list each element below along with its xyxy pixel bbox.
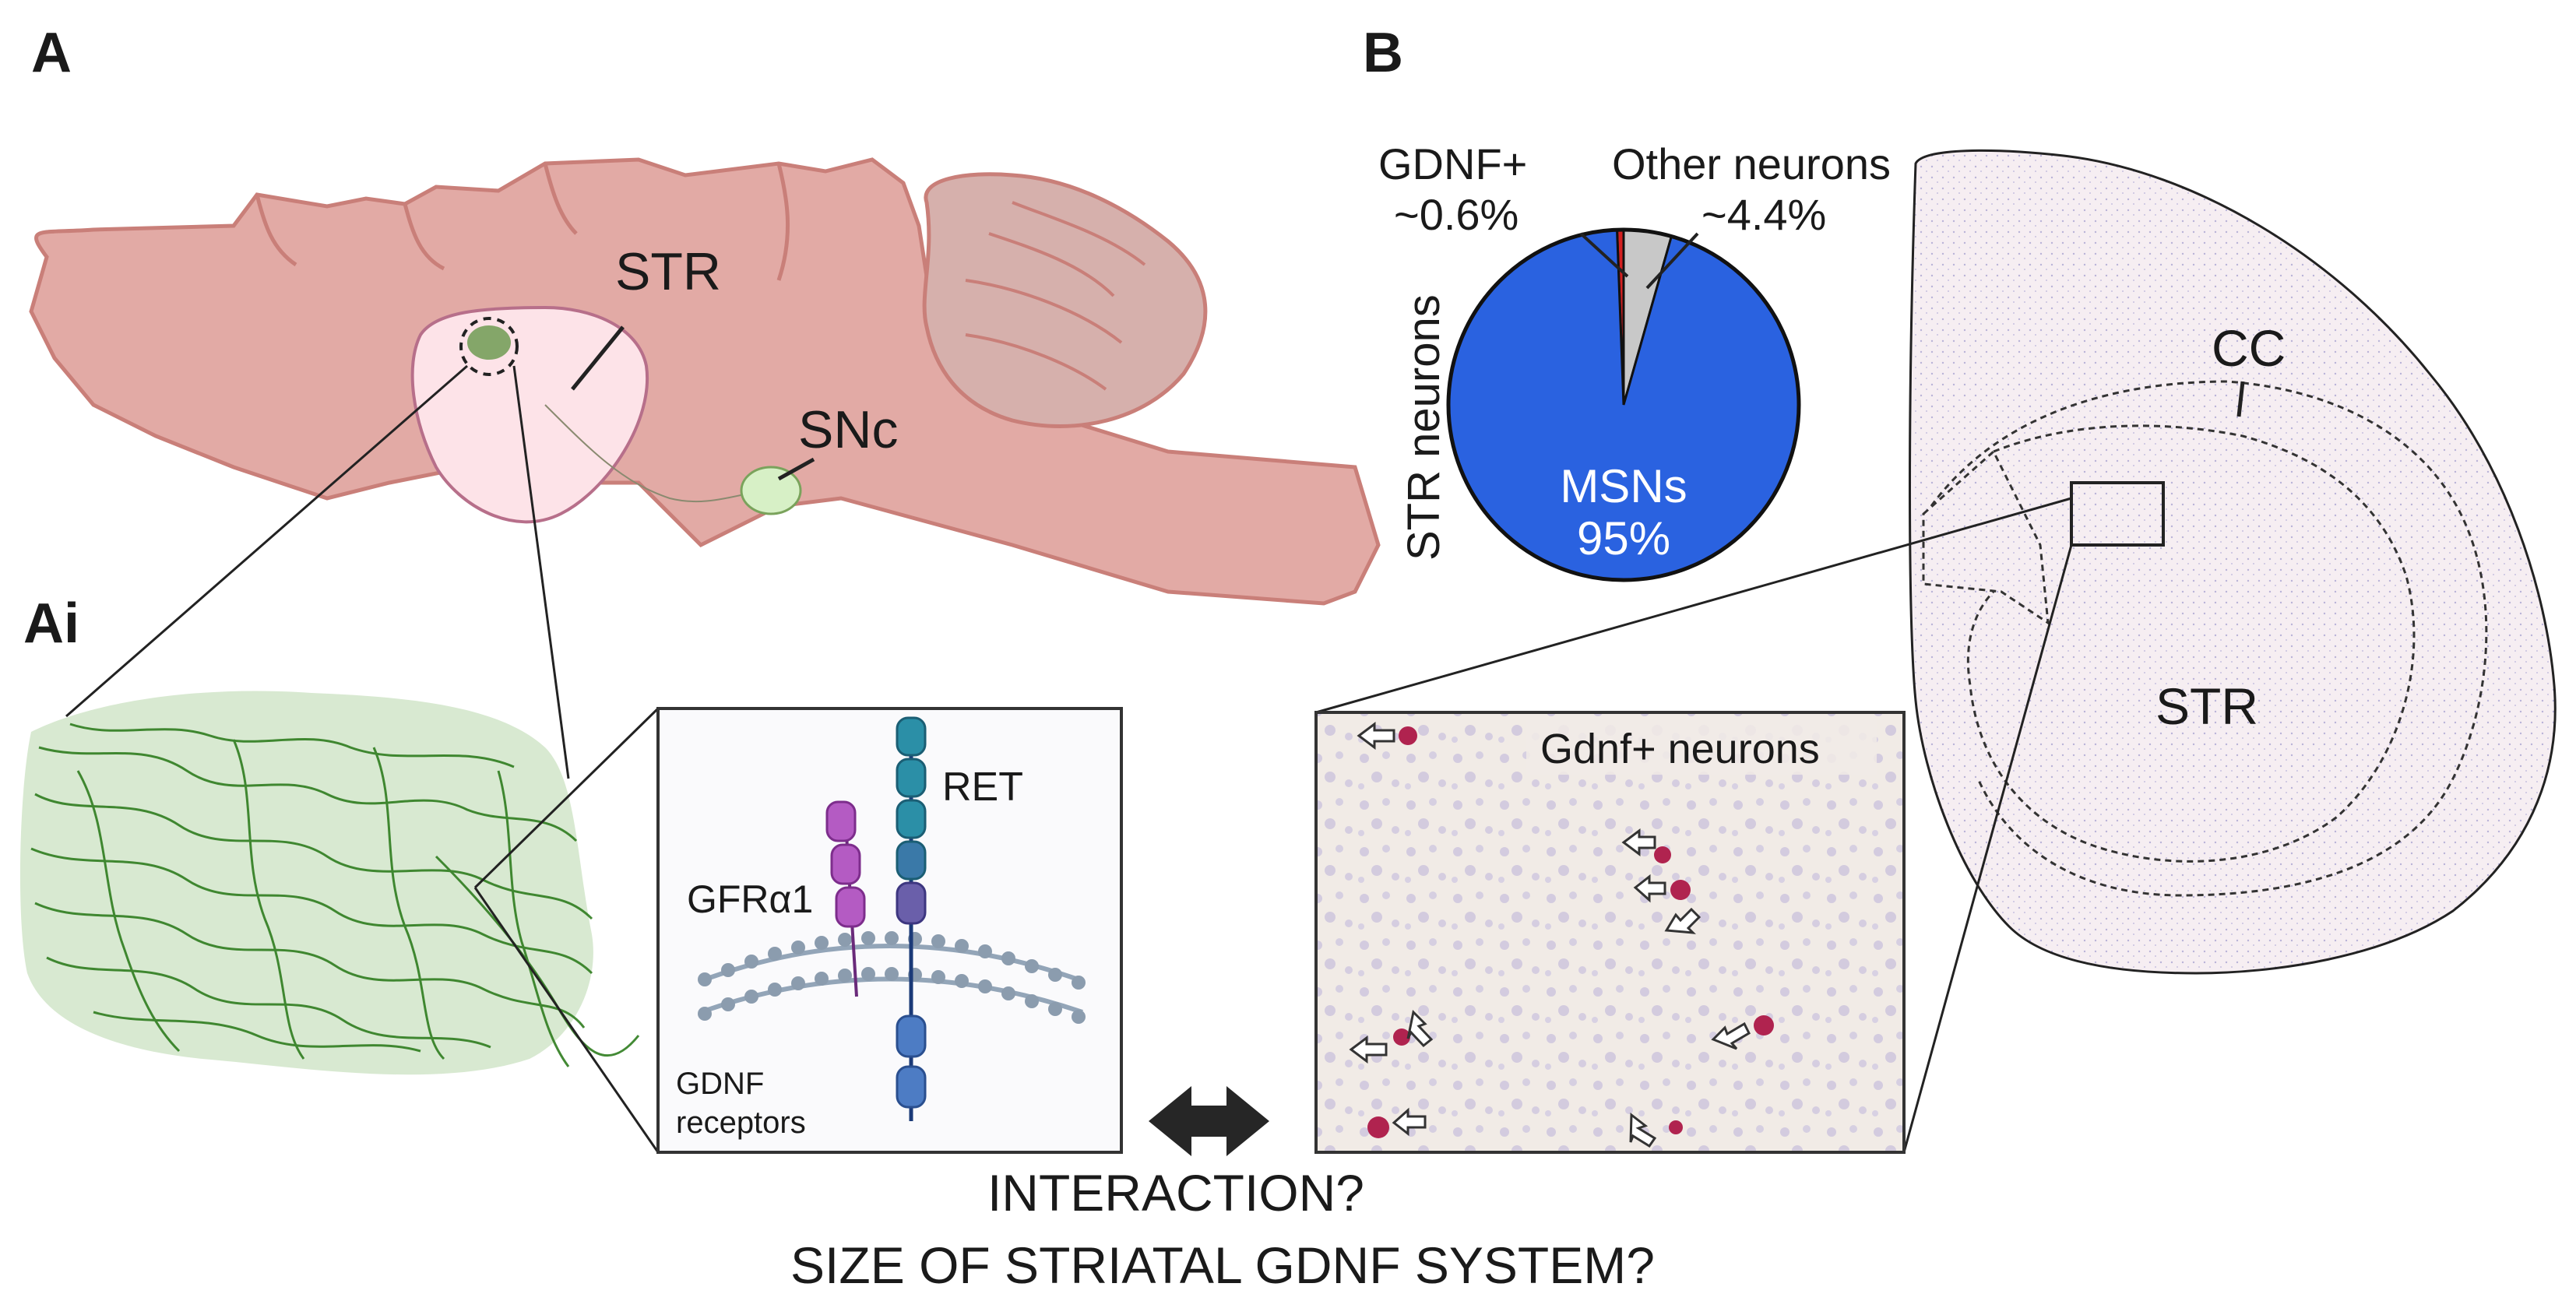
striatum-outline [1966, 424, 2416, 863]
ret-receptor [896, 716, 927, 1121]
coronal-section [1909, 149, 2557, 975]
str-label: STR [615, 242, 721, 301]
gdnf-micrograph: Gdnf+ neurons [1314, 711, 1906, 1154]
coronal-str-label: STR [2155, 677, 2258, 735]
other-pointer-line [1645, 232, 1699, 290]
other-neurons-label: Other neurons [1612, 139, 1891, 188]
msn-pct: 95% [1577, 512, 1670, 564]
str-neurons-axis-label: STR neurons [1399, 294, 1449, 561]
pie-outline [1446, 227, 1801, 582]
gdnf-pct: ~0.6% [1394, 190, 1519, 239]
gdnf-pointer-line [1579, 232, 1629, 278]
cc-pointer-line [2236, 381, 2245, 417]
striatum-region [410, 305, 649, 524]
zoom-line-right [512, 365, 570, 779]
neuron-cluster-thumbnail [467, 325, 511, 360]
membrane-lipid-heads [698, 931, 1086, 1024]
brain-illustration [29, 157, 1381, 606]
ventricle-outline [1922, 449, 2050, 626]
magnification-box [2070, 481, 2165, 547]
panel-a-letter: A [31, 22, 72, 84]
cerebellum [922, 172, 1208, 428]
other-neurons-pct: ~4.4% [1701, 190, 1826, 239]
gdnf-receptors-label-line1: GDNF [676, 1067, 764, 1101]
coronal-section-outline [1909, 149, 2557, 975]
snc-pointer-line [777, 457, 815, 481]
panel-ai-letter: Ai [23, 592, 79, 655]
cortical-sulci [255, 163, 790, 281]
zoom-line-receptor-bottom [473, 887, 660, 1153]
interaction-question: INTERACTION? [987, 1164, 1364, 1222]
msn-label: MSNs [1560, 460, 1687, 512]
gdnf-receptors-label-line2: receptors [676, 1106, 806, 1140]
panel-b-letter: B [1363, 22, 1403, 84]
micrograph-arrows [1349, 722, 1751, 1148]
corpus-callosum-outline [1930, 380, 2488, 897]
snc-label: SNc [798, 400, 898, 459]
snc-region [740, 466, 802, 515]
interaction-double-arrow [1149, 1086, 1269, 1156]
micrograph-title-bg [1526, 720, 1877, 775]
cc-label: CC [2212, 319, 2286, 377]
receptor-diagram: RET GFRα1 GDNF receptors [656, 707, 1123, 1154]
zoom-line-receptor-top [473, 707, 660, 889]
gfra1-label: GFRα1 [687, 877, 813, 921]
cerebellum-folds [965, 201, 1146, 391]
neuron-arborization [19, 691, 640, 1075]
size-question: SIZE OF STRIATAL GDNF SYSTEM? [790, 1236, 1655, 1294]
gdnf-positive-cells [1367, 726, 1774, 1138]
micrograph-frame [1314, 711, 1906, 1154]
gfra1-receptor [825, 800, 866, 997]
receptor-box [656, 707, 1123, 1154]
micrograph-title: Gdnf+ neurons [1540, 726, 1820, 772]
ret-label: RET [942, 765, 1023, 810]
zoom-line-micro-top [1315, 497, 2072, 714]
zoom-line-micro-bottom [1902, 544, 2073, 1153]
zoom-line-left [65, 364, 468, 718]
neuron-highlight-circle [459, 317, 519, 376]
gdnf-label: GDNF+ [1378, 139, 1527, 188]
str-pointer-line [571, 325, 625, 391]
nigrostriatal-fiber [544, 404, 764, 503]
